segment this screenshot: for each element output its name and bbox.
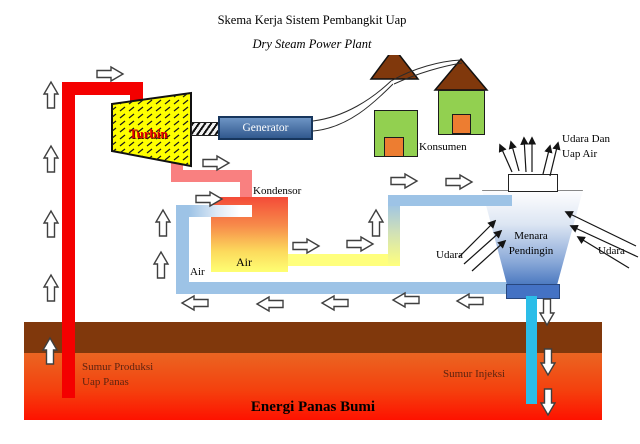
cold-water-return-pipe <box>176 282 542 294</box>
house-1-door <box>384 137 404 157</box>
flow-arrow <box>445 173 474 191</box>
flow-arrow <box>96 65 125 83</box>
cooling-tower-label: Menara Pendingin <box>508 230 554 257</box>
pipe-water-label: Air <box>190 266 205 278</box>
consumers-label: Konsumen <box>419 141 467 153</box>
flow-arrow <box>42 80 60 109</box>
condenser-label: Kondensor <box>253 185 302 197</box>
turbine-shaft <box>191 122 220 136</box>
air-left-label: Udara <box>436 249 463 261</box>
flow-arrow <box>367 208 385 237</box>
flow-arrow <box>455 292 484 310</box>
flow-arrow <box>154 208 172 237</box>
production-well-label: Sumur Produksi Uap Panas <box>82 361 154 388</box>
magma-layer <box>24 353 602 420</box>
flow-arrow <box>42 273 60 302</box>
turbine-label: Turbin <box>129 126 168 141</box>
flow-arrow <box>346 235 375 253</box>
geothermal-energy-label: Energi Panas Bumi <box>250 399 376 415</box>
generator: Generator <box>218 116 313 140</box>
warm-water-riser <box>388 203 400 266</box>
air-right-label: Udara <box>598 245 625 257</box>
turbine <box>111 91 192 168</box>
exhaust-air-label: Udara Dan Uap Air <box>562 133 610 160</box>
tower-feed-pipe <box>388 195 512 206</box>
flow-arrow <box>391 291 420 309</box>
flow-arrow <box>202 154 231 172</box>
exhaust-pipe-3 <box>240 170 252 200</box>
production-pipe-top <box>62 82 143 95</box>
soil-layer <box>24 322 602 353</box>
injection-well-label: Sumur Injeksi <box>443 368 506 380</box>
air-flow-arrow <box>458 219 497 258</box>
air-flow-arrow <box>498 143 513 173</box>
injection-pipe <box>526 296 537 404</box>
condenser-inlet-strip <box>189 205 252 217</box>
flow-arrow <box>42 144 60 173</box>
warm-water-pipe <box>288 254 390 266</box>
flow-arrow <box>180 294 209 312</box>
production-pipe-vertical <box>62 82 75 398</box>
flow-arrow <box>292 237 321 255</box>
diagram-title: Skema Kerja Sistem Pembangkit Uap <box>217 13 407 27</box>
air-flow-arrow <box>508 140 520 172</box>
air-flow-arrow <box>542 144 553 175</box>
house-2-door <box>452 114 471 134</box>
house-roofs <box>369 55 489 91</box>
flow-arrow <box>390 172 419 190</box>
tower-chimney <box>508 174 558 192</box>
generator-label: Generator <box>242 122 289 134</box>
flow-arrow <box>42 209 60 238</box>
cold-water-pipe-vertical <box>176 205 189 294</box>
flow-arrow <box>255 295 284 313</box>
air-flow-arrow <box>564 211 637 247</box>
air-flow-arrow <box>520 136 529 173</box>
air-flow-arrow <box>549 141 561 177</box>
flow-arrow <box>152 250 170 279</box>
flow-arrow <box>320 294 349 312</box>
exhaust-pipe-2 <box>171 170 252 182</box>
condenser-water-label: Air <box>236 255 252 269</box>
diagram-subtitle: Dry Steam Power Plant <box>252 37 372 51</box>
